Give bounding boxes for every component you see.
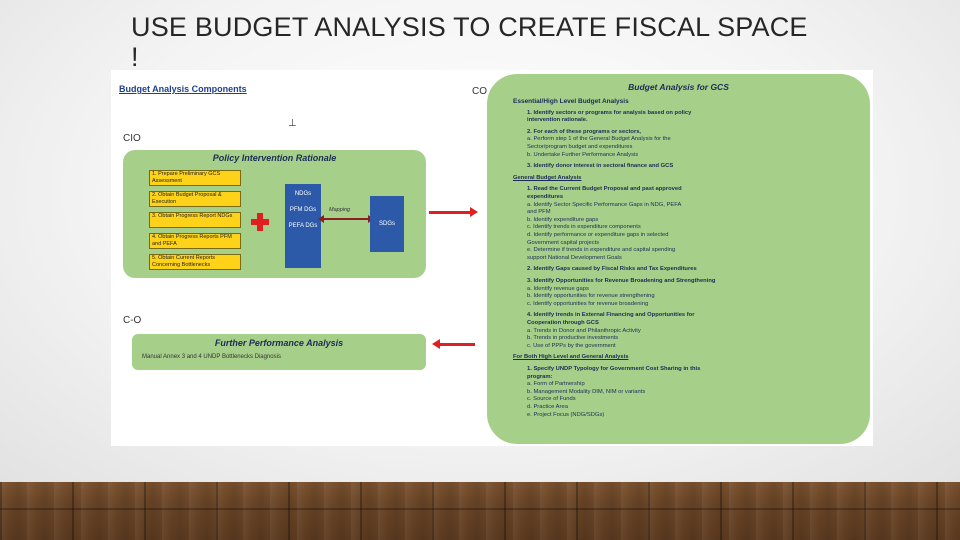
mapping-label: Mapping [329, 207, 351, 213]
slide-title-line2: ! [131, 42, 139, 72]
mapping-double-arrow-icon [318, 215, 374, 223]
gcs-panel-line: c. Source of Funds [527, 396, 576, 403]
goal-pefa: PEFA DGs [288, 223, 318, 229]
gcs-panel-line: 1. Specify UNDP Typology for Government … [527, 366, 701, 372]
gcs-panel-line: b. Identify expenditure gaps [527, 216, 599, 223]
gcs-panel-line: 1. Identify sectors or programs for anal… [527, 109, 692, 116]
gcs-panel-line: intervention rationale. [527, 117, 588, 124]
gcs-panel-line: Government capital projects [527, 239, 600, 246]
arrow-right-icon [429, 207, 478, 217]
gcs-panel-line: 2. For each of these programs or sectors… [527, 128, 642, 135]
gcs-panel-line: Sector/program budget and expenditures [527, 144, 633, 150]
gcs-panel-line: Essential/High Level Budget Analysis [513, 98, 629, 105]
gcs-panel-line: c. Identify opportunities for revenue br… [527, 300, 649, 307]
goal-ndgs: NDGs [294, 191, 312, 197]
gcs-panel-line: 3. Identify donor interest in sectoral f… [527, 163, 674, 170]
slide-title-line1: USE BUDGET ANALYSIS TO CREATE FISCAL SPA… [131, 12, 808, 42]
gcs-panel-line: a. Trends in Donor and Philanthropic Act… [527, 327, 641, 334]
components-heading: Budget Analysis Components [119, 84, 247, 94]
goals-column: NDGs PFM DGs PEFA DGs [285, 184, 321, 268]
glyph-marker-2: ⊥ [288, 118, 297, 129]
gcs-panel-line: b. Trends in productive investments [527, 335, 619, 342]
gcs-panel-line: General Budget Analysis [513, 174, 582, 181]
step-4: 4. Obtain Progress Reports PFM and PEFA [149, 233, 241, 249]
step-5: 5. Obtain Current Reports Concerning Bot… [149, 254, 241, 270]
glyph-marker-1: CO [472, 86, 487, 97]
gcs-panel-line: c. Use of PPPs by the government [527, 342, 616, 349]
gcs-panel-line: b. Management Modality DIM, NIM or varia… [527, 388, 646, 395]
gcs-panel-line: 3. Identify Opportunities for Revenue Br… [527, 278, 716, 284]
gcs-panel-line: c. Identify trends in expenditure compon… [527, 224, 641, 231]
gcs-panel-line: b. Identify opportunities for revenue st… [527, 293, 655, 300]
gcs-panel-line: a. Form of Partnership [527, 381, 585, 388]
gcs-panel-line: expenditures [527, 194, 564, 200]
wood-floor-decoration [0, 482, 960, 540]
sdgs-column: SDGs [370, 196, 404, 252]
gcs-panel-line: For Both High Level and General Analysis [513, 354, 629, 361]
goal-pfm: PFM DGs [289, 207, 317, 213]
gcs-panel-line: program: [527, 373, 553, 380]
gcs-panel-line: d. Identify performance or expenditure g… [527, 232, 669, 238]
gcs-panel-line: and PFM [527, 209, 551, 216]
gcs-panel-line: b. Undertake Further Performance Analysi… [527, 151, 639, 158]
further-performance-title: Further Performance Analysis [214, 338, 344, 348]
gcs-panel-line: a. Identify Sector Specific Performance … [527, 201, 682, 208]
gcs-panel-line: e. Determine if trends in expenditure an… [527, 247, 676, 254]
gcs-panel-line: a. Perform step 1 of the General Budget … [527, 136, 671, 143]
gcs-panel-line: 4. Identify trends in External Financing… [527, 312, 695, 319]
gcs-panel-line: e. Project Focus (NDG/SDGs) [527, 411, 605, 418]
gcs-panel-line: 2. Identify Gaps caused by Fiscal Risks … [527, 266, 697, 273]
gcs-panel-line: support National Development Goals [527, 254, 622, 261]
gcs-panel-line: Cooperation through GCS [527, 320, 599, 326]
gcs-panel-line: 1. Read the Current Budget Proposal and … [527, 186, 682, 193]
budget-analysis-figure: Budget Analysis Components CO ⊥ CIO C-O … [111, 70, 873, 446]
glyph-marker-4: C-O [123, 315, 142, 326]
further-performance-subtitle: Manual Annex 3 and 4 UNDP Bottlenecks Di… [142, 354, 281, 360]
gcs-panel-title: Budget Analysis for GCS [628, 82, 729, 92]
glyph-marker-3: CIO [123, 133, 141, 144]
plus-icon [251, 213, 269, 231]
budget-analysis-gcs-panel: Budget Analysis for GCS Essential/High L… [487, 74, 870, 444]
step-1: 1. Prepare Preliminary GCS Assessment [149, 170, 241, 186]
gcs-panel-line: a. Identify revenue gaps [527, 285, 589, 292]
policy-title: Policy Intervention Rationale [212, 153, 337, 163]
gcs-panel-line: d. Practice Area [527, 404, 568, 410]
step-3: 3. Obtain Progress Report NDGs [149, 212, 241, 228]
further-performance-box: Further Performance Analysis Manual Anne… [132, 334, 426, 370]
step-2: 2. Obtain Budget Proposal & Execution [149, 191, 241, 207]
slide-title: USE BUDGET ANALYSIS TO CREATE FISCAL SPA… [131, 12, 891, 72]
arrow-left-icon [432, 339, 475, 349]
